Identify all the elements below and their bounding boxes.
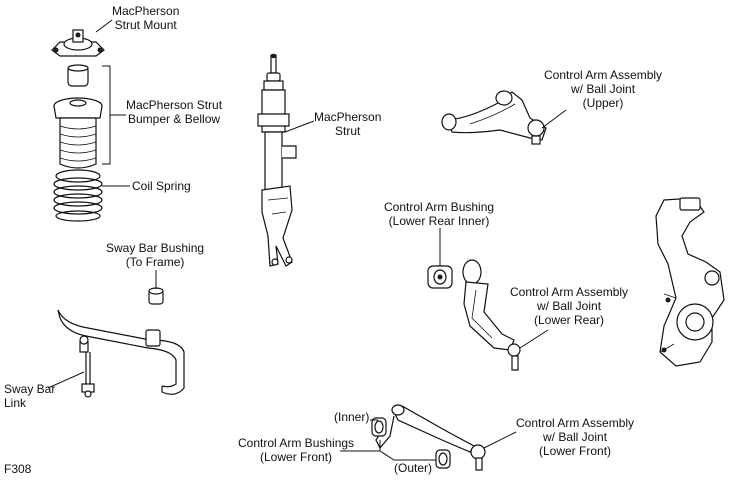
outer-bushing-drawing — [435, 449, 451, 469]
sway-bar-drawing — [57, 309, 185, 395]
coil-spring-drawing — [53, 169, 103, 222]
strut-mount-drawing — [51, 29, 105, 57]
macpherson-strut-drawing — [257, 53, 297, 267]
inner-bushing-drawing — [371, 417, 387, 437]
label-coil-spring: Coil Spring — [132, 179, 191, 193]
figure-code: F308 — [4, 462, 32, 476]
strut-bellow-drawing — [53, 97, 103, 169]
sway-bar-bushing-drawing — [148, 287, 164, 305]
upper-control-arm-drawing — [441, 90, 547, 145]
lower-rear-control-arm-drawing — [462, 259, 521, 371]
label-sway-bar-bushing: Sway Bar Bushing(To Frame) — [106, 241, 205, 269]
label-bushing-lower-rear-inner: Control Arm Bushing(Lower Rear Inner) — [384, 200, 495, 228]
sway-bar-link-drawing — [79, 335, 95, 398]
label-bushings-lower-front: Control Arm Bushings(Lower Front) — [238, 436, 355, 464]
label-inner: (Inner) — [334, 410, 370, 424]
strut-bumper-drawing — [67, 64, 89, 87]
label-outer: (Outer) — [394, 461, 433, 475]
lower-rear-bushing-drawing — [427, 265, 453, 289]
steering-knuckle-drawing — [655, 197, 725, 367]
